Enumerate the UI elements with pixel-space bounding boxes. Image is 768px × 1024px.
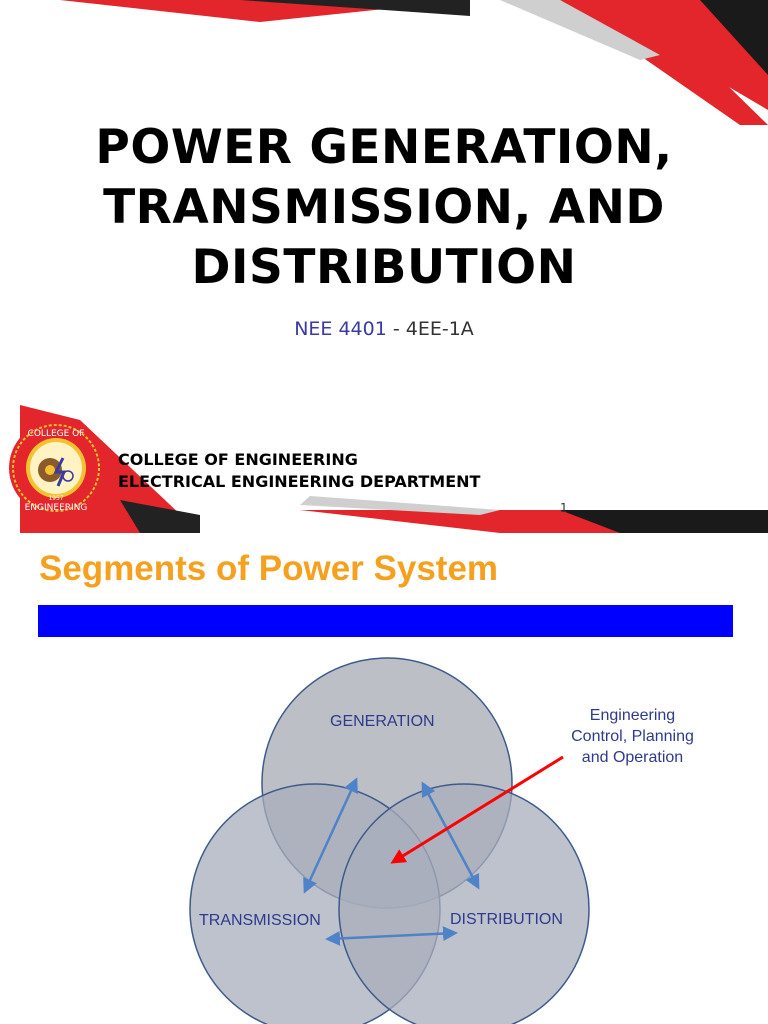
transmission-label: TRANSMISSION xyxy=(199,912,321,929)
seal-year: 1957 xyxy=(48,495,63,502)
course-section: 4EE-1A xyxy=(405,318,474,340)
top-right-dark-stripe xyxy=(700,0,768,75)
college-seal-logo: COLLEGE OF ENGINEERING 1957 xyxy=(9,421,103,515)
venn-diagram xyxy=(189,657,590,1024)
distribution-circle xyxy=(338,783,590,1024)
college-name: COLLEGE OF ENGINEERING ELECTRICAL ENGINE… xyxy=(118,449,480,493)
gen-dist-arrow xyxy=(421,781,480,890)
page-number: 1 xyxy=(560,501,568,515)
title-line-1: POWER GENERATION, xyxy=(95,120,673,175)
course-separator: - xyxy=(386,318,406,340)
slide-title: POWER GENERATION, TRANSMISSION, AND DIST… xyxy=(0,118,768,298)
title-line-3: DISTRIBUTION xyxy=(191,240,577,295)
seal-text-bottom: ENGINEERING xyxy=(25,503,88,513)
department-line: ELECTRICAL ENGINEERING DEPARTMENT xyxy=(118,472,481,491)
note-line-3: and Operation xyxy=(581,749,684,766)
seal-text-top: COLLEGE OF xyxy=(28,429,85,439)
title-blue-bar xyxy=(38,605,733,637)
title-line-2: TRANSMISSION, AND xyxy=(103,180,665,235)
bottom-grey-stripe xyxy=(300,496,500,515)
top-grey-slant xyxy=(500,0,660,60)
generation-label: GENERATION xyxy=(330,713,435,730)
slide2-title: Segments of Power System xyxy=(39,549,499,588)
engineering-note: Engineering Control, Planning and Operat… xyxy=(555,705,710,768)
segments-slide: Segments of Power System GENERATION TRAN… xyxy=(0,533,768,1024)
note-line-2: Control, Planning xyxy=(571,728,694,745)
college-line-1: COLLEGE OF ENGINEERING xyxy=(118,450,358,469)
note-line-1: Engineering xyxy=(589,707,676,724)
title-slide: POWER GENERATION, TRANSMISSION, AND DIST… xyxy=(0,0,768,533)
course-code: NEE 4401 xyxy=(294,318,387,340)
bottom-dark-stripe xyxy=(120,500,200,533)
top-dark-stripe xyxy=(240,0,470,16)
course-subtitle: NEE 4401 - 4EE-1A xyxy=(0,318,768,340)
red-pointer-arrow xyxy=(390,755,564,864)
distribution-label: DISTRIBUTION xyxy=(450,911,563,928)
bottom-right-dark-stripe xyxy=(560,510,768,533)
gen-trans-arrow xyxy=(303,777,358,894)
trans-dist-arrow xyxy=(325,926,458,946)
slide-decoration xyxy=(20,0,768,533)
